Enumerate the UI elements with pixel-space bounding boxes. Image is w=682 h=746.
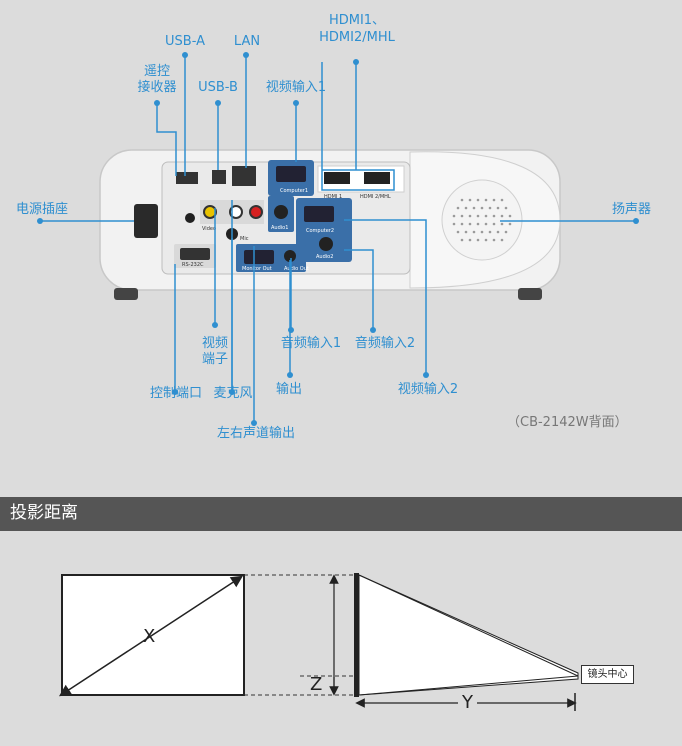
callout-lr-audio-out: 左右声道输出 <box>216 426 296 441</box>
audio1-panel-label: Audio1 <box>271 225 288 231</box>
lens-center-label: 镜头中心 <box>581 665 634 684</box>
hdmi2-panel-label: HDMI 2/MHL <box>360 194 391 200</box>
callout-audio-in-1: 音频输入1 <box>280 336 342 351</box>
section-header: 投影距离 <box>0 497 682 531</box>
callout-video-term-line1: 视频 <box>201 336 229 351</box>
callout-hdmi-line2: HDMI2/MHL <box>319 30 395 45</box>
projector-illustration: Computer1 Computer2 Audio1 Audio2 Monito… <box>37 52 639 426</box>
usb-a-port <box>176 172 198 184</box>
distance-diagram-svg <box>58 573 579 711</box>
callout-remote-line2: 接收器 <box>137 80 177 95</box>
callout-output: 输出 <box>275 382 303 397</box>
model-note: （CB-2142W背面） <box>507 415 628 430</box>
usb-b-port <box>212 170 226 184</box>
audio2-panel-label: Audio2 <box>316 254 333 260</box>
section-title: 投影距离 <box>10 503 78 523</box>
projection-distance-diagram: X Z Y 镜头中心 <box>0 531 682 746</box>
callout-dots <box>37 52 639 426</box>
rear-panel-section: Computer1 Computer2 Audio1 Audio2 Monito… <box>16 13 652 441</box>
callout-video-term-line2: 端子 <box>201 352 229 367</box>
hdmi1-port <box>324 172 350 184</box>
mic-panel-label: Mic <box>240 236 249 242</box>
callout-speaker: 扬声器 <box>612 202 652 217</box>
callout-hdmi-line1: HDMI1、 <box>328 13 386 28</box>
callout-control-port: 控制端口 <box>149 386 203 401</box>
computer1-panel-label: Computer1 <box>280 188 308 194</box>
x-label: X <box>143 626 156 647</box>
callout-power: 电源插座 <box>16 202 69 217</box>
callout-audio-in-2: 音频输入2 <box>354 336 416 351</box>
callout-video-in-2: 视频输入2 <box>397 382 459 397</box>
callout-lan: LAN <box>233 34 261 49</box>
callout-mic: 麦克风 <box>213 386 253 401</box>
video-panel-label: Video <box>202 226 216 232</box>
z-label: Z <box>310 674 323 695</box>
callout-usb-a: USB-A <box>165 34 205 49</box>
lan-port <box>232 166 256 186</box>
projection-beam <box>358 574 579 696</box>
y-label: Y <box>458 693 477 713</box>
audio-out-panel-label: Audio Out <box>284 266 309 272</box>
callout-remote-line1: 遥控 <box>143 64 171 79</box>
callout-usb-b: USB-B <box>198 80 238 95</box>
monitor-out-panel-label: Monitor Out <box>242 266 272 272</box>
callout-video-in-1: 视频输入1 <box>265 80 327 95</box>
power-socket <box>134 204 158 238</box>
callout-lines <box>40 55 636 423</box>
hdmi1-panel-label: HDMI 1 <box>324 194 342 200</box>
screen-side <box>354 573 359 697</box>
rs232c-panel-label: RS-232C <box>182 262 204 268</box>
x-dimension-line <box>58 575 244 697</box>
hdmi2-port <box>364 172 390 184</box>
computer2-panel-label: Computer2 <box>306 228 334 234</box>
speaker-grille <box>441 179 523 261</box>
